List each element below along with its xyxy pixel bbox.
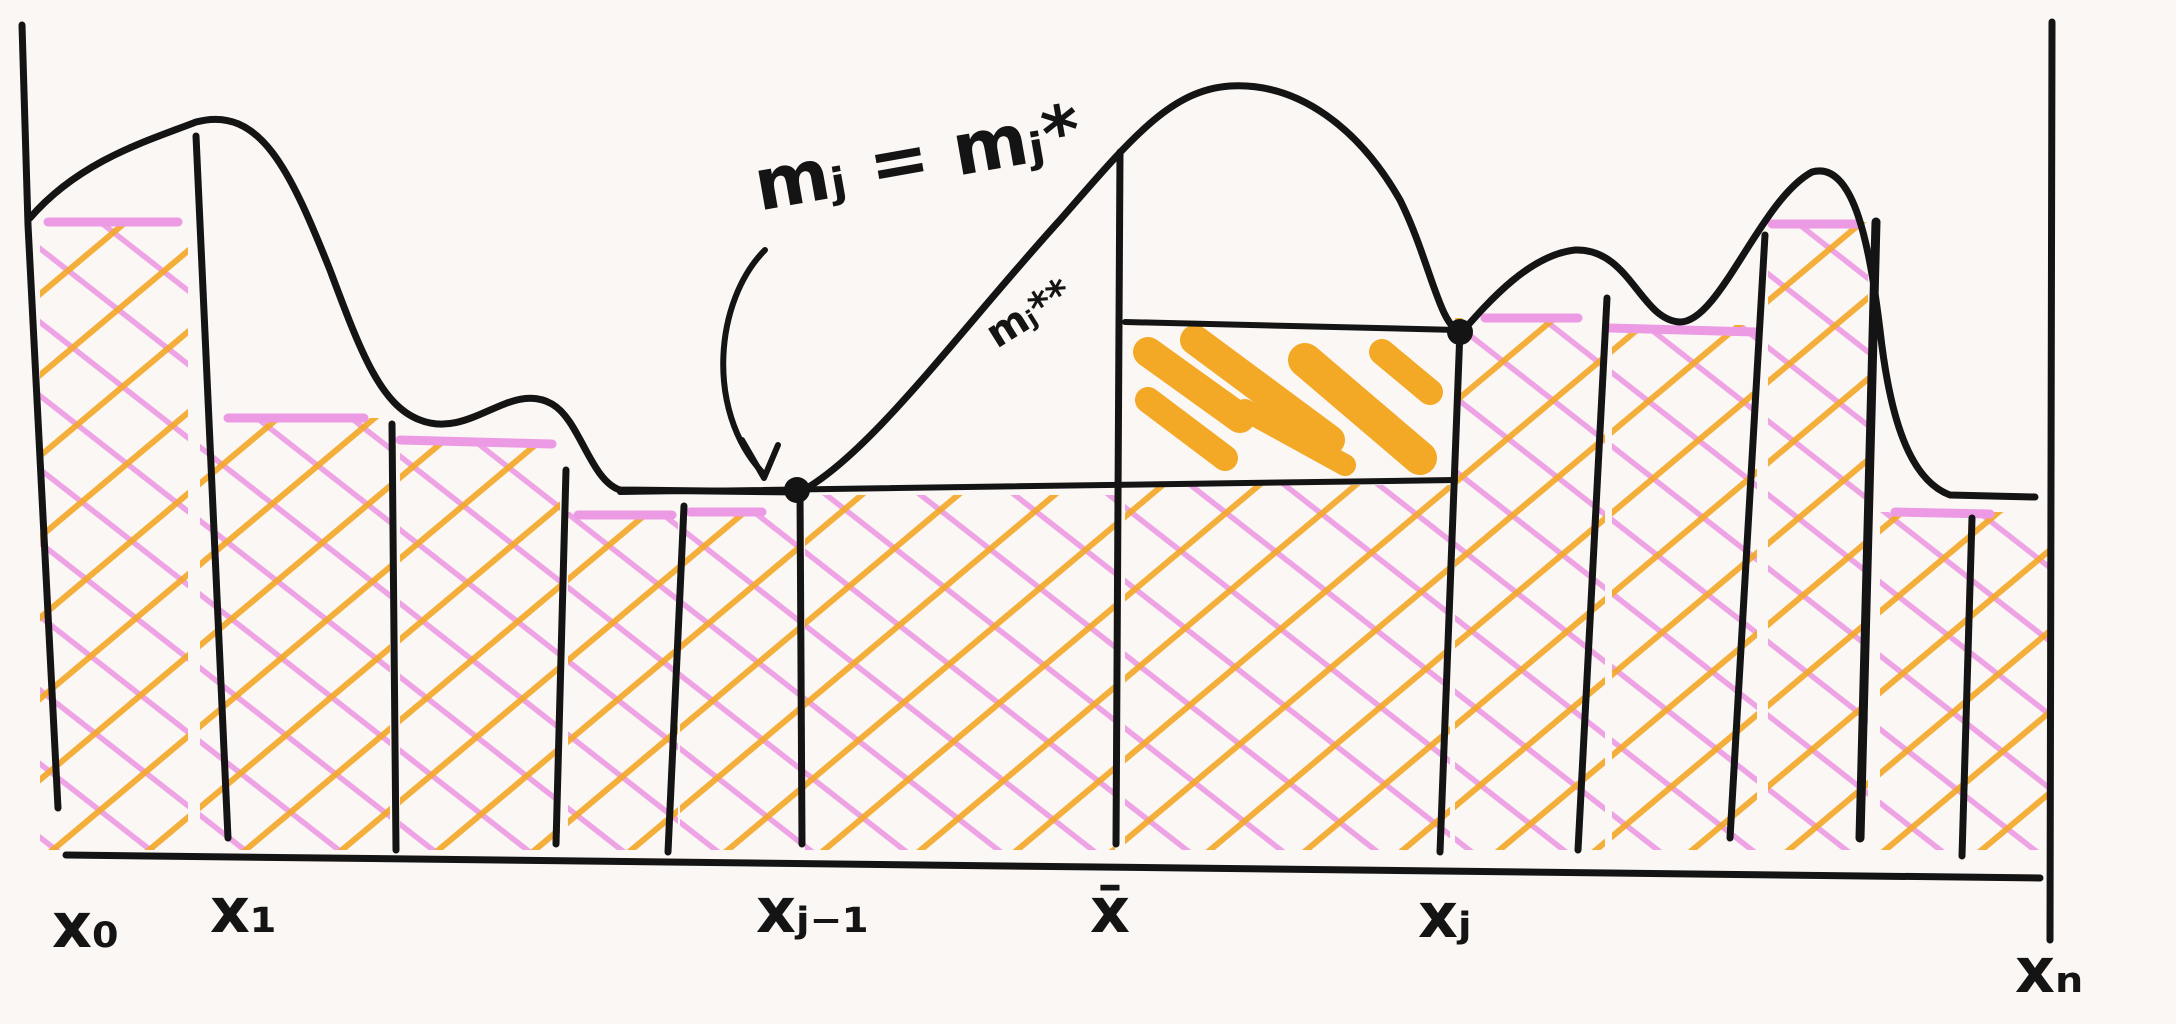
partition-3	[552, 466, 570, 848]
annotation-arrow	[720, 247, 781, 481]
partition-9	[1726, 231, 1769, 842]
label-x0: x₀	[52, 889, 120, 962]
min-point-mj	[784, 477, 810, 503]
partition-x1	[192, 132, 232, 842]
partition-4	[664, 502, 688, 856]
axes	[18, 18, 2056, 944]
function-curve	[26, 82, 2039, 501]
partition-8	[1574, 294, 1611, 854]
rect-6-o	[805, 495, 1115, 850]
mj-level-line	[617, 477, 1458, 495]
curve-points	[784, 319, 1473, 503]
label-xj-1: xⱼ₋₁	[756, 874, 870, 947]
rect-2-o	[200, 418, 390, 850]
point-mj-starstar	[1447, 319, 1473, 345]
x-axis	[62, 851, 2044, 882]
rect-3-o	[400, 440, 560, 850]
rect-5-o	[680, 512, 800, 850]
label-xj: xⱼ	[1418, 879, 1472, 952]
lower-sum-rectangles	[40, 222, 2050, 850]
partition-xj	[1436, 326, 1464, 856]
label-xn: xₙ	[2015, 934, 2084, 1007]
label-xbar: x̄	[1090, 874, 1130, 947]
partition-lines	[192, 132, 1976, 860]
partition-10	[1855, 217, 1881, 843]
difference-region	[1125, 322, 1450, 482]
rect-1-o	[40, 222, 188, 850]
partition-2	[388, 420, 400, 854]
level-lines	[617, 319, 1461, 495]
partition-11	[1958, 514, 1976, 860]
right-boundary	[2046, 18, 2056, 944]
rectangle-tops	[43, 217, 1995, 520]
arrow-head	[739, 437, 781, 481]
partition-xbar	[1112, 148, 1124, 848]
label-x1: x₁	[210, 874, 278, 947]
partition-xj-1	[796, 486, 806, 848]
rect-10-o	[1768, 222, 1868, 850]
mj-starstar-level-line	[1122, 319, 1461, 333]
left-boundary	[18, 21, 62, 812]
rect-4-o	[568, 512, 678, 850]
rect-7-o	[1125, 485, 1450, 850]
